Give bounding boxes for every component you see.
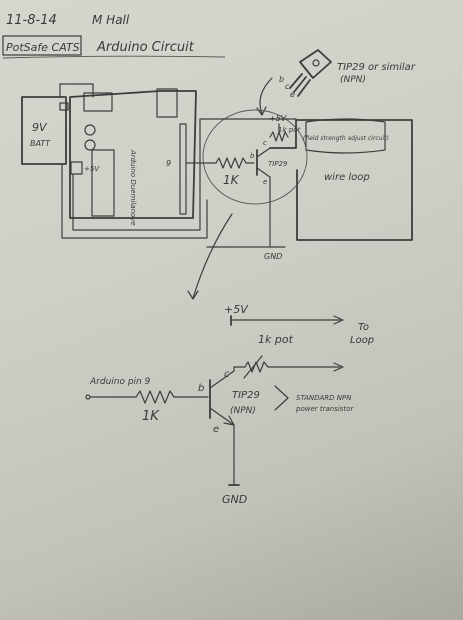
emitter-leg [209,407,235,426]
pin-e-label: e [290,90,295,99]
battery-icon [21,96,67,165]
battery-lead [59,83,94,98]
callout-arrow [259,77,273,115]
date-text: 11-8-14 [6,13,57,28]
to-text: To [358,322,369,333]
sketch-transistor-text: TIP29 [268,160,288,168]
sketch-gnd-text: GND [264,252,282,261]
pin-b-label: b [279,75,284,84]
wire-loop-text: wire loop [324,172,370,183]
schematic-transistor-name: TIP29 [232,390,260,401]
schematic-emitter-text: e [213,424,219,435]
battery-voltage-text: 9V [32,121,48,134]
team-box [2,35,82,56]
schematic: +5V To Loop 1k pot Arduino pin 9 1K b c … [85,303,374,506]
schematic-5v-text: +5V [224,303,249,316]
pin-c-label: c [285,82,290,91]
mounting-hole-icon [312,59,320,67]
schematic-base-text: b [198,383,204,394]
schematic-pot-text: 1k pot [258,333,294,346]
board-name-text: Arduino Duemilanove [129,149,137,226]
ground-wire [61,163,208,239]
schematic-gnd-text: GND [222,493,247,506]
sketch-pot-icon [269,131,289,142]
arrowhead-icon [333,362,344,372]
power-jack-icon [156,88,178,118]
field-note-text: (field strength adjust circuit) [303,135,389,142]
board-5v-text: +5V [84,165,100,173]
note-brace-icon [274,385,289,411]
pin-number-text: 9 [166,159,171,168]
collector-leg [256,147,271,158]
lead-line [297,79,311,97]
input-text: Arduino pin 9 [89,377,151,387]
sketch-resistor-text: 1K [223,173,240,187]
part-name-text: TIP29 or similar [337,62,416,73]
arrowhead-icon [187,290,199,300]
collector-leg [209,370,235,389]
part-callout: b c e TIP29 or similar (NPN) [256,49,416,116]
wiring-sketch: 9V BATT Arduino Duemilanove +5V 9 1K b c… [21,83,413,300]
header: 11-8-14 M Hall PotSafe CATS Arduino Circ… [2,13,226,59]
sketch-base-text: b [250,152,255,160]
schematic-resistor-text: 1K [142,409,160,424]
author-text: M Hall [92,13,130,27]
schematic-transistor-type: (NPN) [230,406,256,416]
microcontroller-chip-icon [91,149,115,217]
part-type-text: (NPN) [340,75,366,85]
note-line-2: power transistor [295,405,354,413]
usb-jack-icon [83,92,113,112]
note-line-1: STANDARD NPN [296,394,352,402]
supply-wire [72,128,201,231]
base-resistor-icon [135,390,175,404]
pot-resistor-icon [244,361,269,373]
capacitor-icon [84,139,96,151]
lead-line [289,73,303,89]
title-underline [2,55,226,59]
to-loop-text: Loop [350,335,374,346]
page-title: Arduino Circuit [96,40,195,55]
pot-wiper-arrow [243,355,263,379]
sketch-collector-text: c [263,139,267,147]
arduino-board-outline [69,90,197,219]
battery-label-text: BATT [30,139,51,148]
loop-feed-wire [199,118,297,130]
zoom-circle [202,109,308,205]
sketch-pot-text: 1k pot [278,126,300,134]
capacitor-icon [84,124,96,136]
power-header-icon [70,161,83,175]
battery-terminal-icon [59,102,69,111]
to220-package-icon [299,49,332,79]
team-text: PotSafe CATS [6,41,80,54]
schematic-collector-text: c [224,369,230,380]
header-pins-icon [179,123,187,215]
emitter-leg [256,167,271,178]
zoom-arrow [192,213,233,299]
resistor-icon [215,157,247,169]
arrowhead-icon [333,315,344,325]
sketch-emitter-text: e [263,178,267,186]
wire-loop-icon [269,119,413,241]
lead-line [293,76,307,93]
